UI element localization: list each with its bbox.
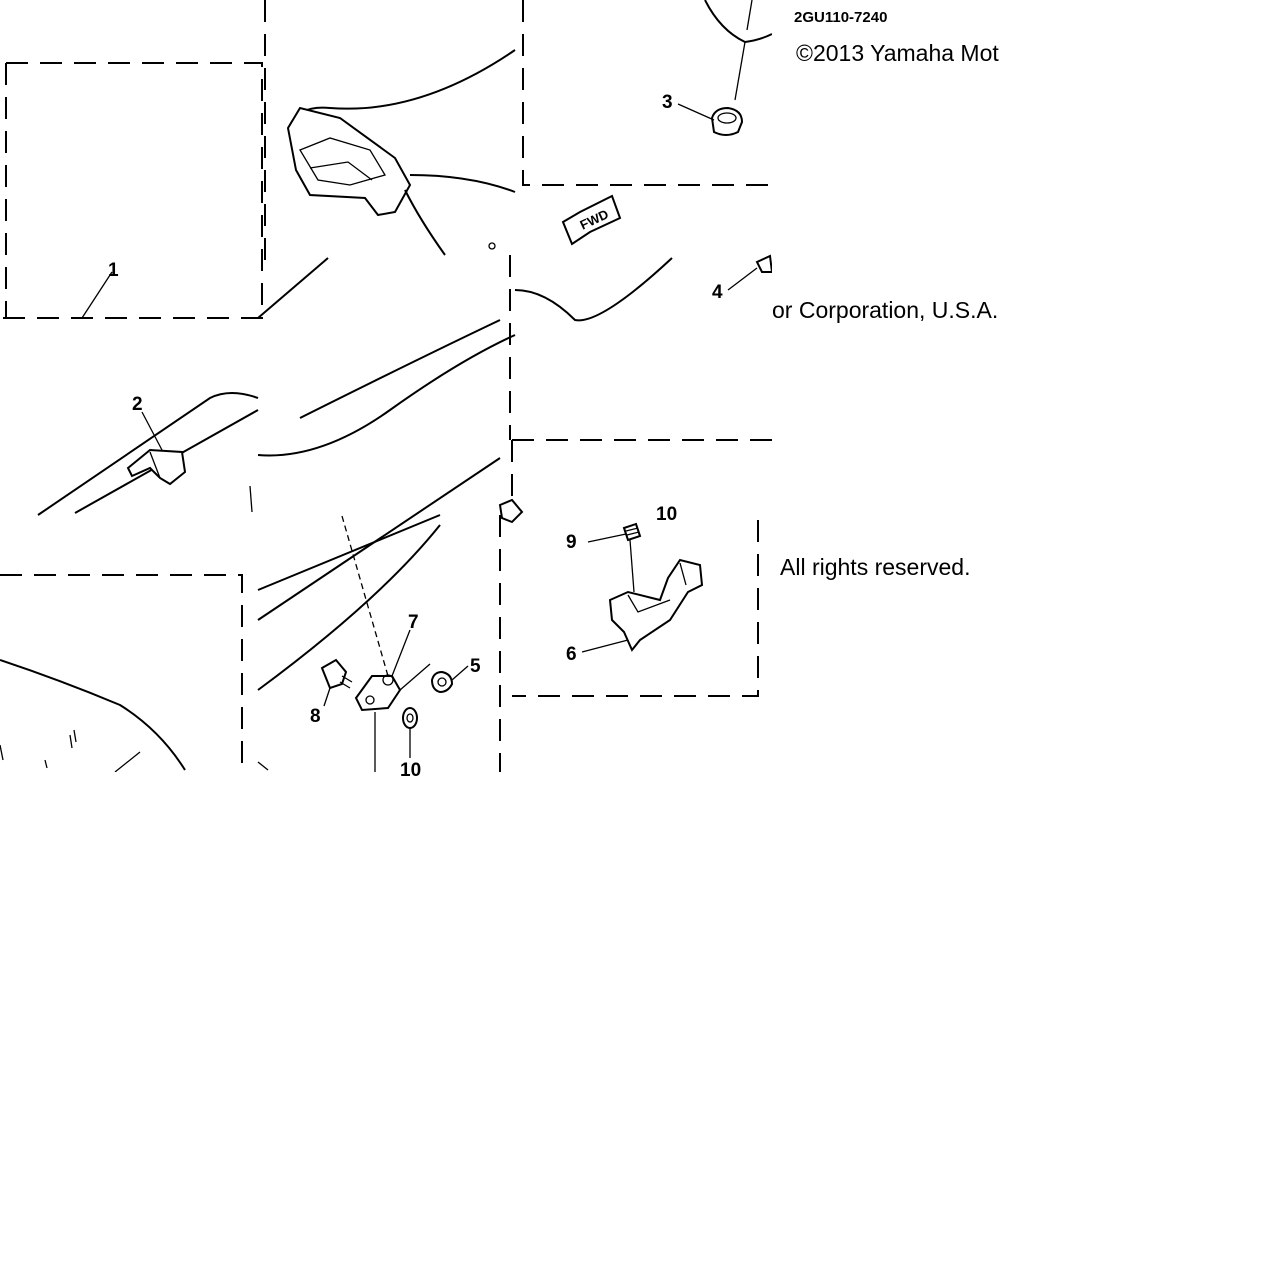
part-8-bolt (320, 658, 353, 690)
callout-10-upper: 10 (656, 504, 677, 525)
part-6-seat-lock (608, 558, 704, 652)
callout-2: 2 (132, 394, 143, 415)
callout-9: 9 (566, 532, 577, 553)
part-4-grommet (755, 254, 774, 273)
copyright-line-2: or Corporation, U.S.A. (772, 297, 998, 323)
fwd-arrow: FWD (561, 194, 622, 246)
part-5-nut (430, 670, 454, 694)
dashed-frames (0, 0, 772, 772)
copyright-line-3: All rights reserved. (780, 554, 970, 580)
copyright-line-1: ©2013 Yamaha Mot (796, 40, 999, 66)
callout-1: 1 (108, 260, 119, 281)
leader-lines (81, 103, 758, 772)
callout-4: 4 (712, 282, 723, 303)
misc-fasteners (249, 242, 524, 771)
part-9-screw (622, 522, 642, 542)
part-3-grommet (710, 106, 744, 136)
callout-7: 7 (408, 612, 419, 633)
callout-numbers: 1 2 3 4 5 6 7 8 9 10 10 (108, 92, 723, 781)
callout-5: 5 (470, 656, 481, 677)
callout-8: 8 (310, 706, 321, 727)
callout-10-lower: 10 (400, 760, 421, 781)
diagram-part-code: 2GU110-7240 (794, 9, 887, 26)
callout-3: 3 (662, 92, 673, 113)
part-2-hook (126, 448, 187, 486)
callout-6: 6 (566, 644, 577, 665)
seat-outline (0, 0, 773, 773)
part-10-washer (402, 707, 418, 729)
part-7-lock-bracket (354, 674, 402, 712)
